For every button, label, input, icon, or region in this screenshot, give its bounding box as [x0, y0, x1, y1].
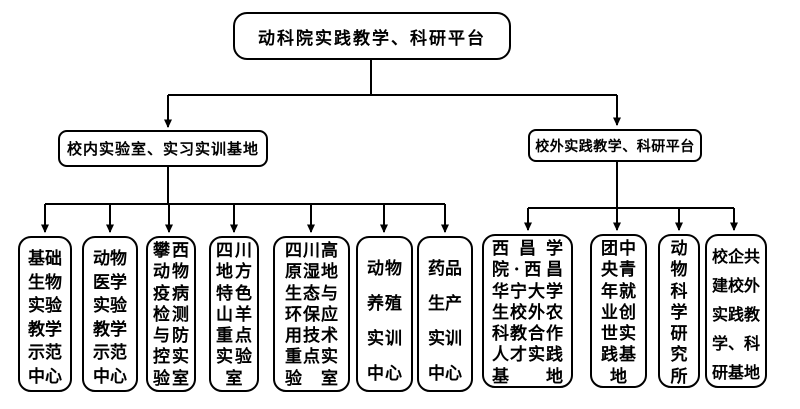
node-basic-biology-teaching-center: 基础生物实验教学示范中心 [18, 236, 72, 392]
root-node-platform-title: 动科院实践教学、科研平台 [233, 12, 511, 60]
node-sichuan-goat-key-lab: 四川地方特色山羊重点实验室 [209, 236, 259, 392]
node-panxi-disease-detection-lab: 攀西动物疫病检测与防控实验室 [146, 236, 196, 392]
node-animal-science-institute: 动物科学研究所 [658, 234, 700, 388]
node-school-enterprise-joint-base: 校企共建校外实践教学、科研基地 [705, 234, 767, 388]
node-plateau-wetland-key-lab: 四川高原湿地生态与环保应用技术重点实验室 [273, 236, 350, 392]
branch-node-off-campus-platform: 校外实践教学、科研平台 [528, 129, 702, 162]
node-animal-medicine-teaching-center: 动物医学实验教学示范中心 [82, 236, 138, 392]
node-drug-production-training-center: 药品生产实训中心 [417, 236, 473, 392]
node-xichang-huaning-practice-base: 西昌学院·西昌华宁大学生校外农科教合作人才实践基地 [482, 234, 573, 388]
branch-node-on-campus-labs: 校内实验室、实习实训基地 [58, 130, 268, 167]
node-animal-breeding-training-center: 动物养殖实训中心 [356, 236, 413, 392]
node-youth-league-practice-base: 团中央青年就业创世实践基地 [590, 234, 647, 388]
